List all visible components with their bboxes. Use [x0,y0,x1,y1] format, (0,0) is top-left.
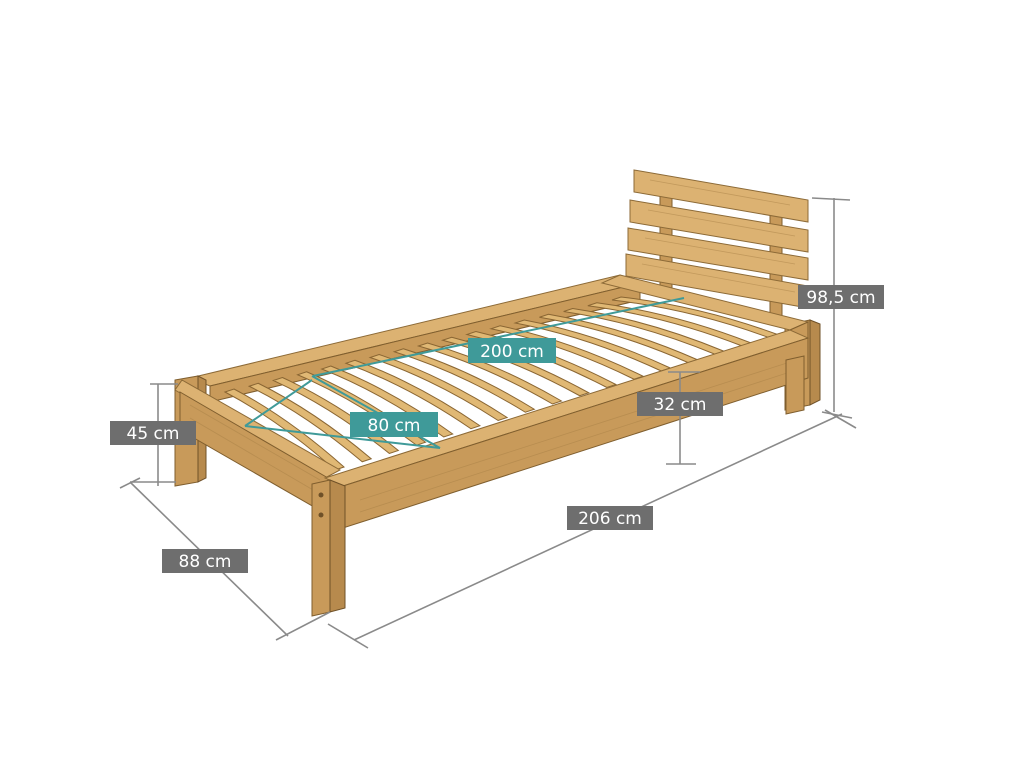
headboard [625,169,809,321]
bed-width-text: 88 cm [179,552,232,572]
bed-length-text: 206 cm [578,509,642,529]
label-bed-length: 206 cm [567,506,653,530]
label-slat-length: 200 cm [468,338,556,363]
bolt-icon [318,492,324,498]
label-headboard-height: 98,5 cm [798,285,884,309]
bolt-icon [318,512,324,518]
slat [344,359,482,430]
slat-width-text: 80 cm [368,416,421,436]
label-bed-height: 45 cm [110,421,196,445]
label-side-height: 32 cm [637,392,723,416]
slat [368,353,509,422]
slat-length-text: 200 cm [480,342,544,362]
slat [416,342,563,405]
side-height-text: 32 cm [654,395,707,415]
front-right-leg [785,355,805,415]
frame-back-rail [188,274,642,403]
bed-height-text: 45 cm [127,424,180,444]
label-slat-width: 80 cm [350,412,438,437]
frame-foot-rail [174,379,342,516]
label-bed-width: 88 cm [162,549,248,573]
front-corner-leg [311,479,346,617]
headboard-height-text: 98,5 cm [806,288,875,308]
slat [392,348,536,413]
